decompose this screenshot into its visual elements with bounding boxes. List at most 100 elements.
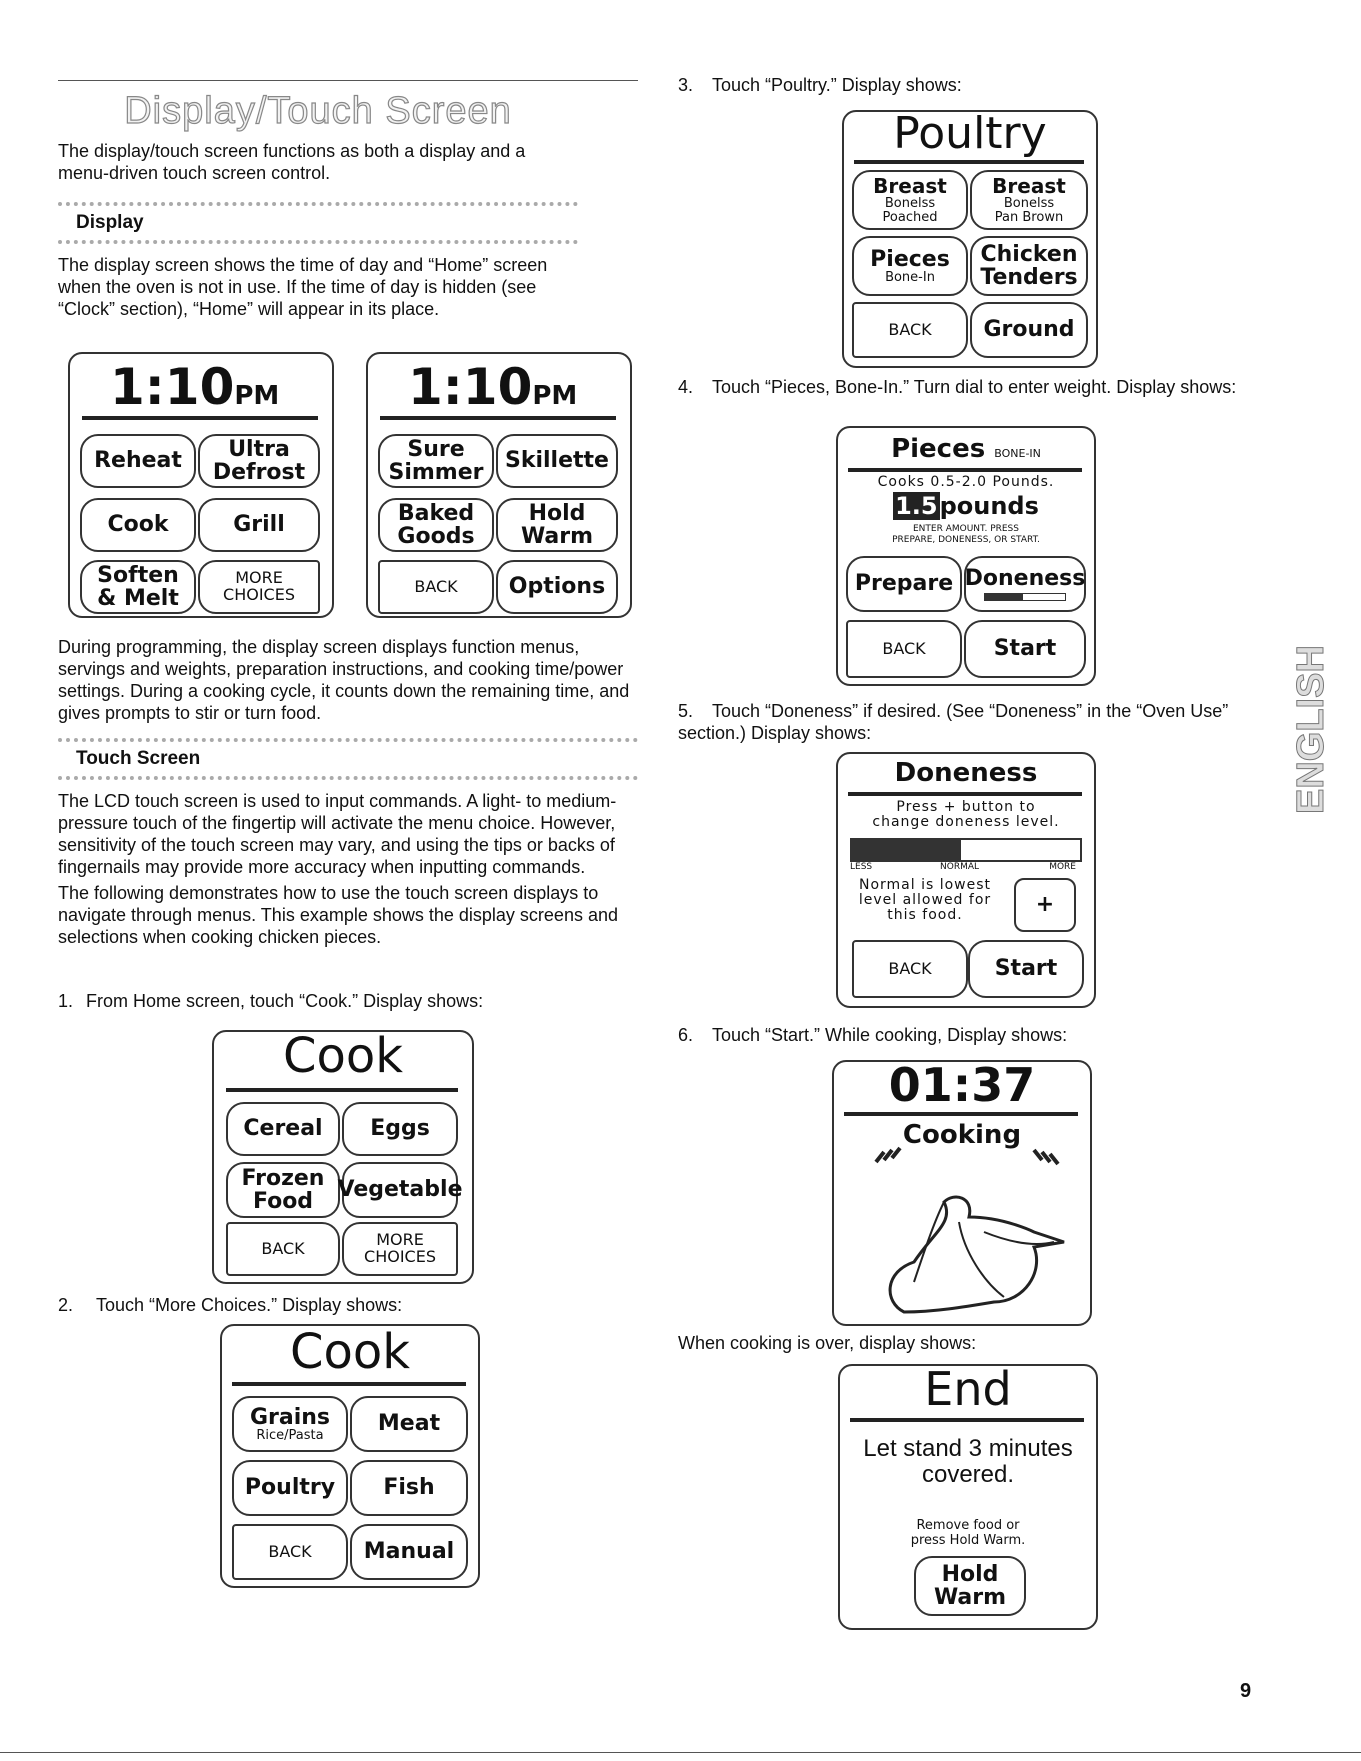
fish-button[interactable]: Fish bbox=[350, 1460, 468, 1516]
divider bbox=[58, 202, 578, 206]
step-3: 3.Touch “Poultry.” Display shows: bbox=[678, 75, 962, 95]
options-button[interactable]: Options bbox=[496, 560, 618, 614]
poultry-button[interactable]: Poultry bbox=[232, 1460, 348, 1516]
step-1: 1.From Home screen, touch “Cook.” Displa… bbox=[58, 991, 484, 1011]
title-rule bbox=[82, 416, 318, 420]
back-button[interactable]: BACK bbox=[852, 940, 968, 998]
screen-title: Poultry bbox=[893, 108, 1047, 159]
screen-subtitle: BONE-IN bbox=[994, 447, 1041, 460]
grill-button[interactable]: Grill bbox=[198, 498, 320, 552]
divider bbox=[58, 738, 638, 742]
title-rule bbox=[380, 416, 616, 420]
back-button[interactable]: BACK bbox=[232, 1524, 348, 1580]
divider bbox=[58, 240, 578, 244]
manual-button[interactable]: Manual bbox=[350, 1524, 468, 1580]
title-rule bbox=[848, 792, 1082, 796]
prepare-button[interactable]: Prepare bbox=[846, 556, 962, 612]
left-column-top: The display/touch screen functions as bo… bbox=[58, 140, 578, 320]
ampm-label: PM bbox=[234, 381, 280, 411]
back-button[interactable]: BACK bbox=[378, 560, 494, 614]
step-5: 5.Touch “Doneness” if desired. (See “Don… bbox=[678, 701, 1229, 743]
section-title: Display/Touch Screen bbox=[124, 89, 512, 132]
display-heading: Display bbox=[76, 212, 144, 233]
plus-button[interactable]: + bbox=[1014, 878, 1076, 932]
intro-paragraph: The display/touch screen functions as bo… bbox=[58, 141, 526, 183]
reheat-button[interactable]: Reheat bbox=[80, 434, 196, 488]
language-tab: ENGLISH bbox=[1290, 645, 1333, 815]
doneness-button[interactable]: Doneness bbox=[964, 556, 1086, 612]
touch-paragraph: The LCD touch screen is used to input co… bbox=[58, 791, 617, 877]
title-rule bbox=[854, 160, 1084, 164]
skillette-button[interactable]: Skillette bbox=[496, 434, 618, 488]
left-column-middle: During programming, the display screen d… bbox=[58, 636, 638, 948]
pieces-screen: Pieces BONE-IN Cooks 0.5-2.0 Pounds. 1.5… bbox=[836, 426, 1096, 686]
normal-label: NORMAL bbox=[940, 862, 980, 872]
screen-title: End bbox=[924, 1362, 1012, 1416]
divider bbox=[58, 776, 638, 780]
soften-melt-button[interactable]: Soften& Melt bbox=[80, 560, 196, 614]
eggs-button[interactable]: Eggs bbox=[342, 1102, 458, 1156]
screen-title: Pieces bbox=[891, 434, 986, 464]
weight-readout: 1.5pounds bbox=[838, 492, 1094, 520]
step-4: 4.Touch “Pieces, Bone-In.” Turn dial to … bbox=[678, 377, 1237, 397]
screen-title: Cook bbox=[282, 1028, 404, 1084]
time-display: 1:10 bbox=[110, 358, 235, 416]
vegetable-button[interactable]: Vegetable bbox=[338, 1162, 463, 1218]
time-display: 1:10 bbox=[408, 358, 533, 416]
title-rule bbox=[226, 1088, 458, 1092]
more-label: MORE bbox=[1049, 862, 1076, 872]
page-number: 9 bbox=[1240, 1680, 1252, 1702]
cooking-screen: 01:37 Cooking bbox=[832, 1058, 1092, 1326]
less-label: LESS bbox=[850, 862, 873, 872]
back-button[interactable]: BACK bbox=[852, 302, 968, 358]
back-button[interactable]: BACK bbox=[846, 620, 962, 678]
cooking-label: Cooking bbox=[902, 1120, 1022, 1150]
display-paragraph: The display screen shows the time of day… bbox=[58, 255, 548, 319]
countdown-time: 01:37 bbox=[888, 1058, 1036, 1112]
weight-range: Cooks 0.5-2.0 Pounds. bbox=[877, 474, 1055, 490]
screen-title: Cook bbox=[289, 1324, 411, 1380]
chicken-leg-icon bbox=[874, 1146, 1065, 1314]
title-rule bbox=[850, 1418, 1084, 1422]
start-button[interactable]: Start bbox=[964, 620, 1086, 678]
back-button[interactable]: BACK bbox=[226, 1222, 340, 1276]
bottom-rule bbox=[0, 1752, 1361, 1753]
cereal-button[interactable]: Cereal bbox=[226, 1102, 340, 1156]
cooking-over-text: When cooking is over, display shows: bbox=[678, 1333, 977, 1353]
doneness-fill bbox=[852, 840, 962, 860]
ground-button[interactable]: Ground bbox=[970, 302, 1088, 358]
cook-button[interactable]: Cook bbox=[80, 498, 196, 552]
doneness-level-bar bbox=[985, 593, 1024, 600]
screen-title: Doneness bbox=[894, 758, 1038, 788]
start-button[interactable]: Start bbox=[968, 940, 1084, 998]
step-2: 2.Touch “More Choices.” Display shows: bbox=[58, 1295, 403, 1315]
touch-paragraph-2: The following demonstrates how to use th… bbox=[58, 883, 618, 947]
meat-button[interactable]: Meat bbox=[350, 1396, 468, 1452]
ampm-label: PM bbox=[532, 381, 578, 411]
touch-screen-heading: Touch Screen bbox=[76, 748, 201, 769]
